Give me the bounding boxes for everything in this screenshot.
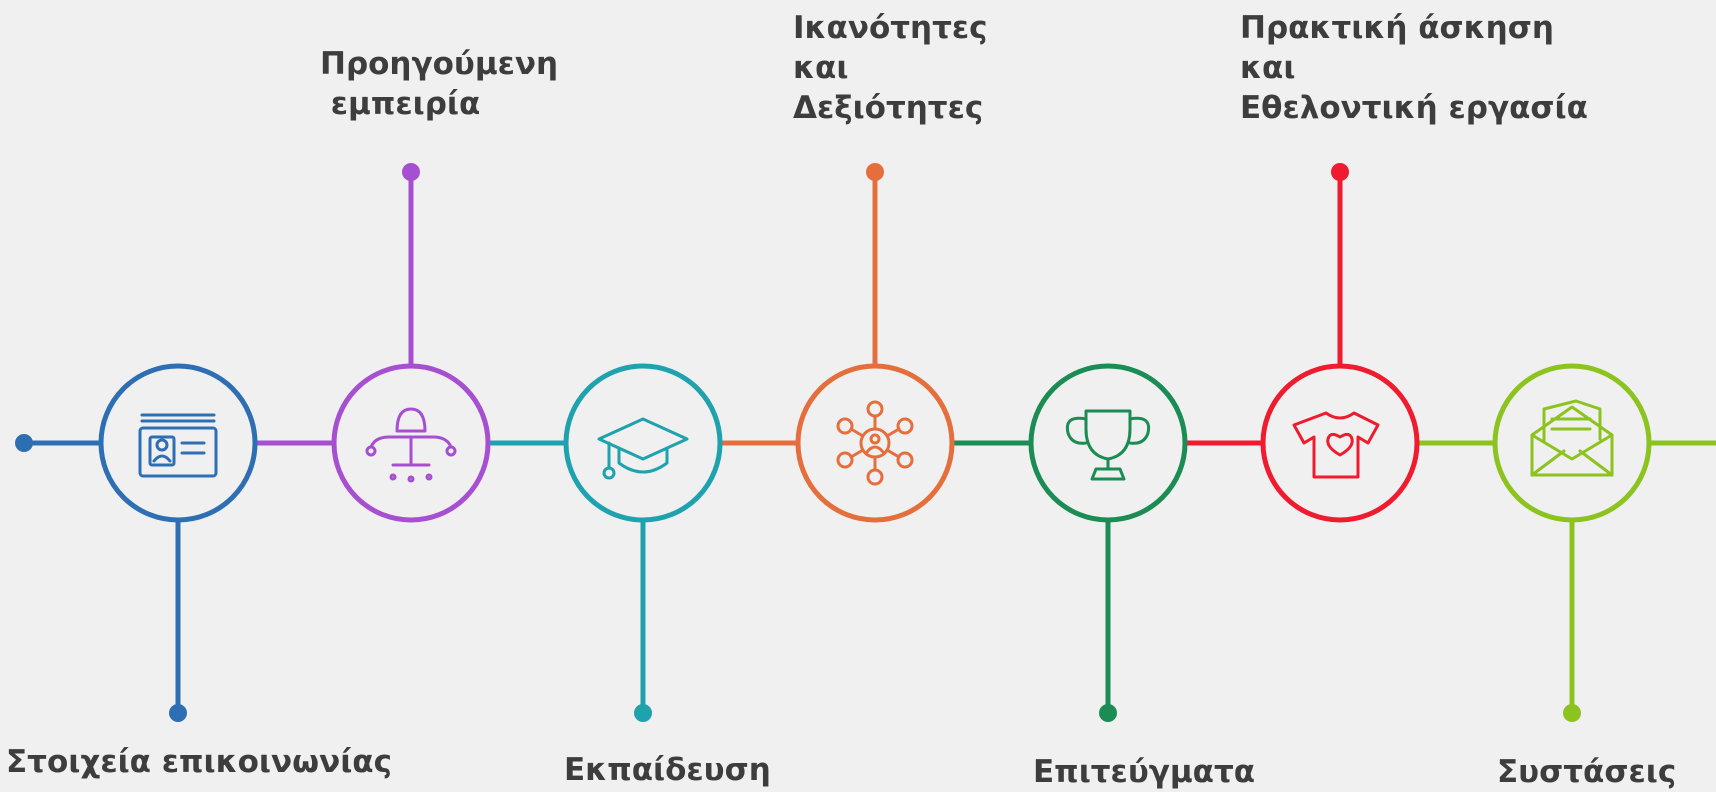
node-circle-volunteer [1260,363,1420,523]
stem-dot-experience [402,163,420,181]
envelope-letter-icon [1530,399,1614,477]
node-circle-education [563,363,723,523]
contact-card-icon [138,413,218,478]
label-education: Εκπαίδευση [564,750,771,790]
step-achievements [1028,363,1188,722]
graduation-cap-icon [597,417,689,480]
label-line: Συστάσεις [1497,754,1677,790]
label-experience: Προηγούμενη εμπειρία [320,44,558,124]
step-skills [795,163,955,523]
stem-dot-skills [866,163,884,181]
stem-dot-education [634,704,652,722]
node-circle-references [1492,363,1652,523]
step-education [563,363,723,722]
label-line: Εκπαίδευση [564,752,771,788]
step-contact [98,363,258,722]
label-contact: Στοιχεία επικοινωνίας [6,742,392,782]
label-line: εμπειρία [320,86,481,122]
node-circle-contact [98,363,258,523]
stem-dot-achievements [1099,704,1117,722]
label-line: και [1240,50,1296,86]
step-references [1492,363,1652,722]
label-achievements: Επιτεύγματα [1033,752,1255,792]
stem-dot-contact [169,704,187,722]
heart-tshirt-icon [1292,411,1380,479]
label-line: και [793,50,849,86]
stem-dot-volunteer [1331,163,1349,181]
label-line: Προηγούμενη [320,46,559,82]
label-line: Εθελοντική εργασία [1240,90,1588,126]
label-line: Δεξιότητες [793,90,984,126]
office-chair-icon [365,407,457,483]
stem-dot-references [1563,704,1581,722]
timeline-start-dot [15,434,33,452]
label-line: Επιτεύγματα [1033,754,1256,790]
step-experience [331,163,491,523]
node-circle-achievements [1028,363,1188,523]
label-references: Συστάσεις [1497,752,1676,792]
step-volunteer [1260,163,1420,523]
trophy-icon [1065,409,1151,481]
label-line: Πρακτική άσκηση [1240,10,1554,46]
network-people-icon [836,400,914,486]
label-line: Ικανότητες [793,10,988,46]
label-line: Στοιχεία επικοινωνίας [6,744,392,780]
